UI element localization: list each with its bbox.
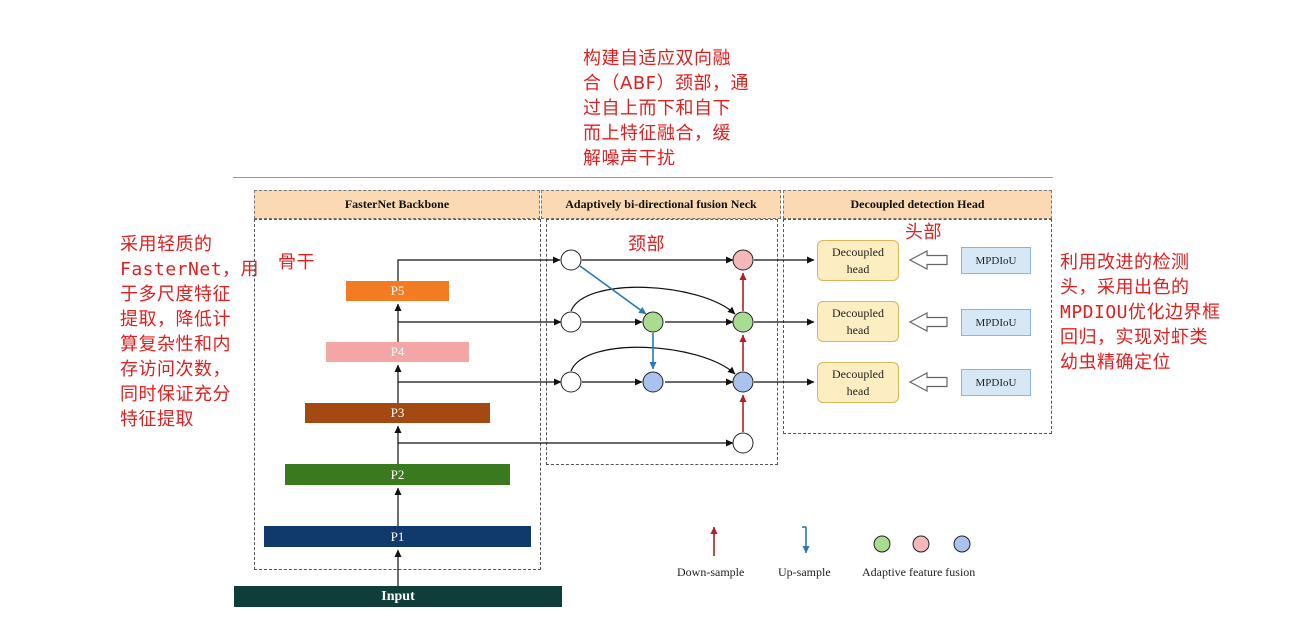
mpdiou-box-p3: MPDIoU	[961, 369, 1031, 396]
head-region	[783, 219, 1052, 434]
backbone-annotation-line: 特征提取	[120, 409, 194, 430]
head-annotation-line: 幼虫精确定位	[1060, 352, 1171, 373]
p2-block: P2	[285, 464, 510, 485]
output-fusion-node-p3	[732, 371, 754, 393]
top-divider	[233, 177, 1053, 178]
head-tag: 头部	[905, 222, 942, 243]
topdown-fusion-node-p4	[642, 311, 664, 333]
neck-tag: 颈部	[628, 234, 665, 255]
p5-block: P5	[346, 281, 449, 301]
topdown-fusion-node-p3	[642, 371, 664, 393]
backbone-annotation-line: 提取，降低计	[120, 309, 231, 330]
backbone-tag: 骨干	[278, 252, 315, 273]
legend-fusion-label: Adaptive feature fusion	[862, 565, 976, 579]
p1-block: P1	[264, 526, 531, 547]
legend-downsample-label: Down-sample	[677, 565, 745, 579]
head-annotation-line: MPDIOU优化边界框	[1060, 302, 1221, 323]
backbone-annotation-line: 采用轻质的	[120, 234, 213, 255]
neck-annotation-line: 过自上而下和自下	[583, 98, 731, 119]
backbone-annotation-line: 存访问次数，	[120, 359, 231, 380]
p4-block: P4	[326, 342, 469, 362]
p3-block: P3	[305, 403, 490, 423]
head-annotation-line: 利用改进的检测	[1060, 252, 1190, 273]
neck-input-node-p5	[560, 249, 582, 271]
neck-annotation-line: 解噪声干扰	[583, 148, 676, 169]
backbone-annotation-line: 于多尺度特征	[120, 284, 231, 305]
head-annotation-line: 头，采用出色的	[1060, 277, 1190, 298]
output-fusion-node-p5	[732, 249, 754, 271]
backbone-annotation-line: 算复杂性和内	[120, 334, 231, 355]
head-annotation-line: 回归，实现对虾类	[1060, 327, 1208, 348]
neck-input-node-p4	[560, 311, 582, 333]
neck-annotation-line: 合（ABF）颈部，通	[583, 73, 750, 94]
legend-fusion-blue	[953, 535, 971, 553]
input-block: Input	[234, 586, 562, 607]
neck-annotation-line: 构建自适应双向融	[583, 48, 731, 69]
neck-header: Adaptively bi-directional fusion Neck	[541, 190, 781, 219]
backbone-annotation-line: FasterNet，用	[120, 259, 260, 280]
head-annotation: 利用改进的检测头，采用出色的 MPDIOU优化边界框回归，实现对虾类幼虫精确定位	[1060, 250, 1260, 375]
neck-annotation: 构建自适应双向融合（ABF）颈部，通过自上而下和自下而上特征融合，缓解噪声干扰	[583, 46, 783, 171]
legend-upsample-label: Up-sample	[778, 565, 831, 579]
neck-region	[546, 219, 778, 465]
backbone-annotation: 采用轻质的 FasterNet，用于多尺度特征提取，降低计算复杂性和内存访问次数，…	[120, 232, 280, 432]
backbone-annotation-line: 同时保证充分	[120, 384, 231, 405]
neck-input-node-p3	[560, 371, 582, 393]
legend-fusion-green	[873, 535, 891, 553]
mpdiou-box-p4: MPDIoU	[961, 309, 1031, 336]
backbone-header: FasterNet Backbone	[254, 190, 540, 219]
legend-fusion-pink	[912, 535, 930, 553]
mpdiou-box-p5: MPDIoU	[961, 247, 1031, 274]
output-fusion-node-p4	[732, 311, 754, 333]
neck-input-node-p2	[732, 432, 754, 454]
head-header: Decoupled detection Head	[783, 190, 1052, 219]
neck-annotation-line: 而上特征融合，缓	[583, 123, 731, 144]
